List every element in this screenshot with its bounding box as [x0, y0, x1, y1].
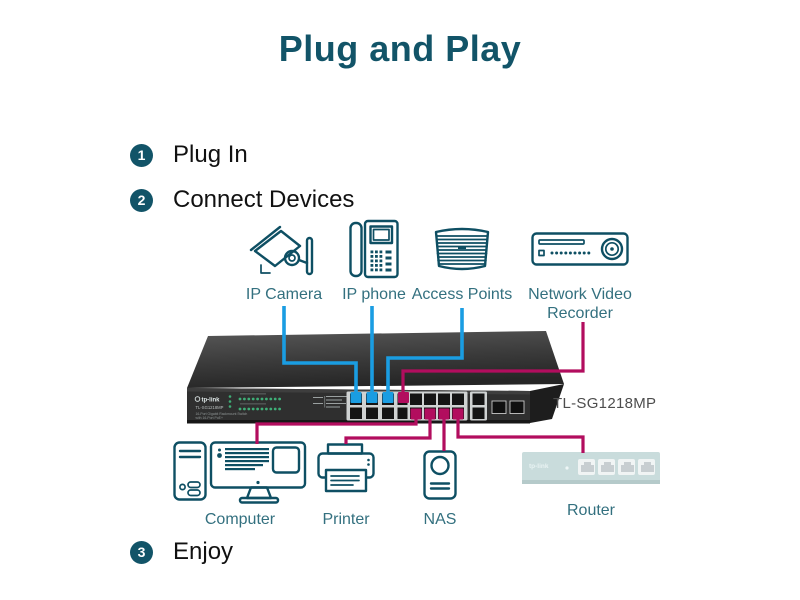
router-led [565, 466, 569, 470]
plug-port13-magenta [410, 408, 422, 420]
sfp-slot-1 [491, 400, 507, 414]
plug-port4-magenta [398, 392, 409, 403]
device-ip-camera: IP Camera [224, 216, 344, 304]
switch-model-label: TL-SG1218MP [553, 395, 657, 412]
device-nvr: Network Video Recorder [518, 216, 642, 323]
step-3-badge: 3 [130, 540, 153, 564]
access-point-icon [431, 216, 493, 282]
plug-port3-blue [382, 392, 394, 403]
router-ports [578, 459, 655, 475]
device-access-points: Access Points [402, 216, 522, 304]
device-label: Printer [322, 511, 370, 528]
tp-link-logo: tp-link [202, 398, 221, 404]
device-nas: NAS [380, 441, 500, 529]
device-label: Computer [204, 511, 276, 528]
device-label: IP Camera [245, 286, 323, 303]
panel-desc-line1: 16-Port Gigabit Rackmount Switch [196, 412, 248, 416]
ip-camera-icon [249, 216, 319, 282]
step-1-label: Plug In [173, 141, 248, 168]
step-3: 3 Enjoy [130, 538, 233, 566]
device-label: Network Video Recorder [528, 286, 632, 322]
step-3-label: Enjoy [173, 538, 234, 565]
device-label: Access Points [411, 286, 513, 303]
step-2-label: Connect Devices [173, 186, 355, 213]
switch-image: tp-link TL-SG1218MP 16-Port Gigabit Rack… [160, 328, 570, 428]
step-2-badge: 2 [130, 188, 153, 212]
plug-port1-blue [350, 392, 362, 403]
device-label: IP phone [342, 286, 406, 303]
step-2: 2 Connect Devices [130, 186, 354, 214]
device-label: NAS [423, 511, 457, 528]
device-router: tp-link Router [520, 441, 662, 520]
nvr-icon [531, 216, 629, 282]
router-image: tp-link [522, 452, 660, 493]
panel-desc-line2: with 16-Port PoE+ [196, 416, 223, 420]
ip-phone-icon [349, 216, 399, 282]
panel-model-text: TL-SG1218MP [196, 405, 224, 410]
device-ip-phone: IP phone [314, 216, 434, 304]
nas-icon [423, 441, 457, 507]
page-title: Plug and Play [278, 28, 522, 69]
plug-port15-magenta [438, 408, 450, 420]
plug-port2-blue [366, 392, 378, 403]
device-label: Router [566, 502, 616, 519]
led-grid [228, 393, 281, 411]
step-1-badge: 1 [130, 143, 153, 167]
plug-port14-magenta [424, 408, 436, 420]
switch-brand-block: tp-link TL-SG1218MP 16-Port Gigabit Rack… [194, 396, 248, 420]
plug-port16-magenta [452, 408, 464, 420]
uplink-ports [470, 391, 487, 421]
sfp-slot-2 [509, 400, 525, 414]
switch-top-face [187, 331, 564, 388]
step-1: 1 Plug In [130, 141, 248, 169]
device-printer: Printer [286, 441, 406, 529]
printer-icon [317, 441, 375, 507]
router-brand-text: tp-link [529, 463, 549, 470]
